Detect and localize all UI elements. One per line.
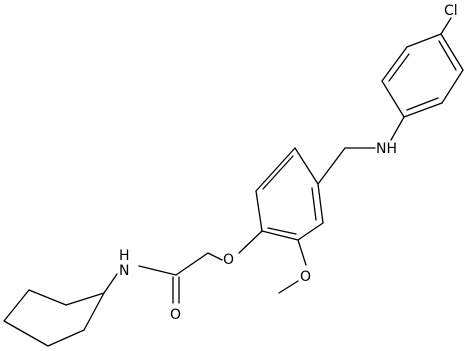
chlorophenyl-ring [381,33,464,118]
amide-n-label: N [119,263,129,279]
bond-o-ch2 [207,252,223,261]
bond-co-n [138,265,177,276]
bond [3,289,30,322]
bond-ring-nh [390,116,405,141]
methoxyphenyl-ring [255,147,324,241]
bond-ch2-ring [317,147,346,185]
bond-n-cyclohexyl [103,273,118,294]
bond-c-cl [440,17,452,35]
bond [406,33,442,48]
bond [403,102,443,118]
bond [440,33,464,71]
bond [441,69,464,104]
bond [3,320,49,347]
bond [255,190,263,232]
bond-omethoxy-ch3 [278,280,299,294]
bond [311,187,317,221]
bond [83,292,105,331]
bond [261,230,299,241]
bond-ring-o [238,230,263,254]
methoxy-oxygen-label: O [300,269,311,285]
bond [406,97,439,111]
bond [388,53,410,82]
bond [65,292,105,306]
aniline-nh-label: NH [376,141,397,157]
bond [47,329,85,347]
bond [438,40,457,71]
chlorine-label: Cl [444,3,458,19]
amide-h-label: H [119,248,130,264]
bond [381,80,405,118]
ether-oxygen-label: O [223,252,234,268]
bond [297,222,324,241]
bond [267,227,297,235]
bond [317,183,324,224]
bond [255,147,296,192]
bond-ch2-co [175,252,209,276]
bond [381,46,408,82]
bond-ring-omethoxy [297,239,307,266]
bond [262,155,294,190]
carbonyl-oxygen-label: O [170,307,181,323]
cyclohexyl-ring [3,289,105,347]
bond [294,147,319,185]
bond [28,289,67,306]
